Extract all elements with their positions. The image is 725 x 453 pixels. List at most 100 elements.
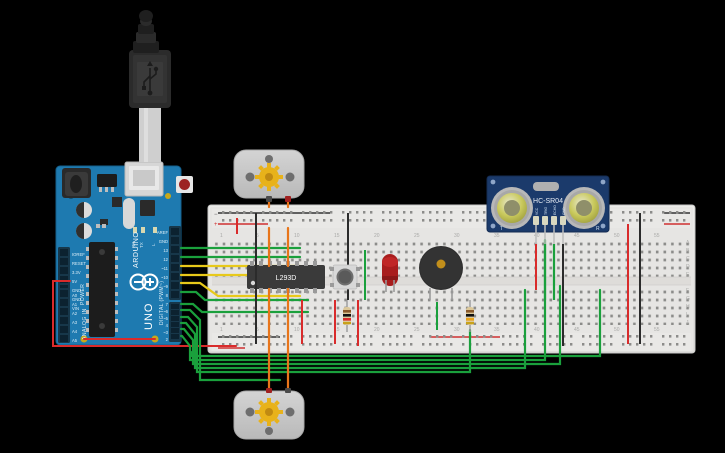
digital-header-top[interactable]	[169, 226, 181, 300]
smd-resistor	[102, 224, 106, 228]
svg-text:25: 25	[414, 233, 420, 239]
led-red[interactable]	[382, 254, 398, 292]
motor-terminal	[266, 196, 272, 202]
wire-drops	[364, 250, 438, 330]
svg-text:~11: ~11	[161, 266, 168, 271]
usb-serial-chip	[140, 200, 155, 216]
wire-d6	[179, 308, 282, 382]
rail-plus-label: +	[214, 222, 218, 228]
wire-sensor-vcc	[535, 224, 629, 344]
wire-5v-vertical	[236, 218, 359, 346]
svg-text:15: 15	[334, 327, 340, 333]
smd-chip	[100, 219, 108, 225]
svg-text:G: G	[686, 296, 690, 302]
wire-sensor-gnd	[562, 213, 641, 346]
atmega328-ic	[86, 242, 118, 337]
smd-chip	[112, 197, 122, 207]
sensor-header-pins[interactable]	[533, 216, 566, 244]
svg-text:H: H	[686, 304, 690, 310]
crystal-can	[533, 182, 559, 191]
analog-pin-labels: A0 A1 A2 A3 A4 A5	[72, 293, 78, 343]
power-header-label: POWER	[80, 284, 86, 305]
brand-label: ARDUINO	[133, 232, 140, 268]
svg-text:3.3V: 3.3V	[72, 270, 81, 275]
svg-text:~10: ~10	[161, 275, 169, 280]
ultrasonic-distance-sensor[interactable]: HC-SR04 VCC TRIG ECHO GND T R	[486, 175, 610, 244]
motor-driver-ic[interactable]: L293D	[247, 261, 325, 293]
svg-text:TRIG: TRIG	[544, 207, 548, 215]
svg-text:35: 35	[494, 327, 500, 333]
svg-text:IOREF: IOREF	[72, 252, 85, 257]
wire-d3	[179, 284, 562, 366]
svg-text:20: 20	[374, 233, 380, 239]
svg-text:C: C	[686, 256, 690, 262]
barrel-power-jack[interactable]	[62, 168, 91, 198]
svg-text:55: 55	[654, 327, 660, 333]
reset-button[interactable]	[176, 176, 193, 193]
svg-text:7: 7	[166, 302, 169, 307]
digital-pin-labels-bottom: 7 ~6 ~5 4 ~3 2	[163, 302, 168, 342]
svg-text:A4: A4	[72, 329, 78, 334]
transducer-left	[491, 187, 533, 229]
svg-text:15: 15	[334, 233, 340, 239]
usb-b-connector[interactable]	[124, 161, 164, 197]
marker-r: R	[596, 226, 600, 232]
svg-text:RESET: RESET	[72, 261, 86, 266]
svg-text:45: 45	[574, 327, 580, 333]
ic-label: L293D	[276, 275, 297, 282]
svg-text:~9: ~9	[163, 284, 168, 289]
power-pin-labels: IOREF RESET 3.3V 5V GND GND VIN	[72, 252, 86, 311]
svg-text:A0: A0	[72, 293, 78, 298]
svg-text:20: 20	[374, 327, 380, 333]
resistor-led[interactable]	[466, 300, 474, 332]
svg-text:30: 30	[454, 327, 460, 333]
digital-header-bottom[interactable]	[169, 302, 181, 342]
svg-text:A2: A2	[72, 311, 78, 316]
piezo-buzzer[interactable]	[419, 246, 463, 300]
svg-text:~3: ~3	[163, 330, 168, 335]
dc-motor-top[interactable]	[233, 149, 305, 202]
led-l-label: L	[151, 243, 156, 246]
dc-motor-bottom[interactable]	[233, 388, 305, 440]
analog-header[interactable]	[58, 288, 70, 343]
led-tx-label: TX	[139, 242, 144, 248]
digital-header-label: DIGITAL (PWM~)	[159, 281, 165, 325]
capacitor	[76, 202, 92, 239]
svg-text:1: 1	[220, 327, 223, 333]
arduino-uno-board[interactable]: RX TX L ARDUINO UNO IOREF RESET 3.3V 5V	[55, 161, 193, 346]
wire-d9	[179, 281, 302, 298]
svg-text:A1: A1	[72, 302, 78, 307]
svg-text:25: 25	[414, 327, 420, 333]
sensor-pin-labels: VCC TRIG ECHO GND	[535, 205, 566, 215]
svg-text:GND: GND	[562, 207, 566, 215]
rail-minus-label: −	[214, 212, 218, 218]
svg-text:10: 10	[294, 327, 300, 333]
svg-text:E: E	[686, 272, 690, 278]
motor-terminal	[285, 196, 291, 202]
svg-text:30: 30	[454, 233, 460, 239]
svg-text:35: 35	[494, 233, 500, 239]
svg-text:~6: ~6	[163, 309, 168, 314]
analog-header-label: ANALOG IN	[82, 308, 88, 340]
svg-text:4: 4	[166, 323, 169, 328]
svg-text:AREF: AREF	[157, 230, 169, 235]
svg-text:40: 40	[534, 233, 540, 239]
svg-text:50: 50	[614, 327, 620, 333]
resistor-button[interactable]	[343, 300, 351, 332]
svg-text:13: 13	[163, 248, 168, 253]
voltage-regulator	[97, 174, 117, 192]
model-label: UNO	[143, 303, 155, 330]
marker-t: T	[500, 226, 503, 232]
motor-terminal	[285, 388, 291, 393]
digital-pin-labels-top: AREF GND 13 12 ~11 ~10 ~9 8	[157, 230, 169, 298]
pushbutton-switch[interactable]	[330, 264, 360, 290]
buzzer-hole-icon	[436, 259, 446, 269]
svg-text:5: 5	[256, 327, 259, 333]
svg-text:GND: GND	[72, 297, 81, 302]
motor-gear-icon	[255, 163, 283, 191]
svg-text:ECHO: ECHO	[553, 205, 557, 215]
svg-text:B: B	[686, 248, 690, 254]
